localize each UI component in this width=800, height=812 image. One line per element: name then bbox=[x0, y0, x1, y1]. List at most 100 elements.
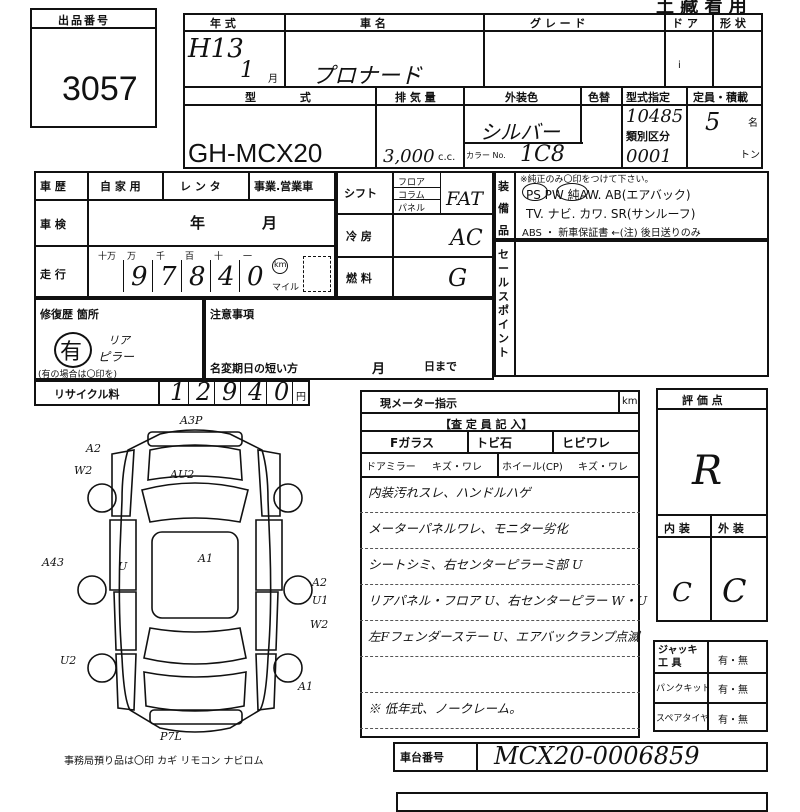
fuel-value: G bbox=[448, 264, 468, 292]
right-rear-door bbox=[255, 591, 279, 651]
rename-month-unit: 月 bbox=[372, 362, 386, 377]
left-front-fender bbox=[111, 449, 135, 517]
recycle-digit: 2 bbox=[196, 378, 212, 406]
equipment-table bbox=[494, 171, 769, 240]
notes-label: 注意事項 bbox=[210, 308, 254, 321]
car-body-outline bbox=[118, 429, 272, 733]
jack-option: 有・無 bbox=[718, 656, 748, 667]
mileage-digit: 9 bbox=[131, 262, 148, 292]
mileage-label: 走 行 bbox=[40, 268, 66, 281]
wheel-rear-left bbox=[87, 653, 117, 683]
chassis-label: 車台番号 bbox=[400, 751, 444, 764]
exterior-value: C bbox=[722, 572, 747, 610]
interior-value: C bbox=[672, 578, 692, 608]
meter-label: 現メーター指示 bbox=[380, 397, 457, 410]
recycle-digit: 4 bbox=[248, 378, 264, 406]
front-bumper bbox=[147, 431, 243, 447]
damage-mark: W2 bbox=[74, 464, 92, 477]
displacement-label: 排 気 量 bbox=[395, 91, 436, 104]
mileage-digit-separator bbox=[123, 260, 124, 292]
sheet-title: 土 藏 看 用 bbox=[656, 0, 747, 17]
ps-circle bbox=[522, 183, 548, 201]
fuel-label: 燃 料 bbox=[346, 272, 372, 285]
year-label: 年 式 bbox=[210, 17, 236, 30]
shift-column: コラム bbox=[398, 191, 425, 201]
recycle-digit-separator bbox=[292, 382, 293, 404]
ac-label: 冷 房 bbox=[346, 230, 372, 243]
mileage-digit-separator bbox=[239, 260, 240, 292]
month-value: 1 bbox=[240, 58, 254, 83]
rename-deadline-label: 名変期日の短い方 bbox=[210, 362, 298, 375]
shape-label: 形 状 bbox=[720, 17, 746, 30]
comment-rule bbox=[360, 584, 640, 585]
puncture-kit-label: パンクキット bbox=[656, 684, 711, 694]
lot-number: 3057 bbox=[62, 70, 138, 108]
km-mark bbox=[272, 258, 288, 274]
comment-rule bbox=[360, 512, 640, 513]
mirror-damage-label: キズ・ワレ bbox=[432, 462, 482, 473]
mileage-unit-label: 百 bbox=[185, 252, 195, 262]
recycle-digit-separator bbox=[240, 382, 241, 404]
damage-mark: U bbox=[118, 560, 128, 573]
history-table bbox=[34, 171, 336, 298]
spare-tire-label: スペアタイヤ bbox=[656, 714, 710, 724]
inspector-comment-line: メーターパネルワレ、モニター劣化 bbox=[368, 521, 568, 536]
inspector-comment-line: シートシミ、右センターピラーミ部 U bbox=[368, 557, 583, 572]
lot-label: 出品番号 bbox=[58, 14, 110, 27]
shift-panel: パネル bbox=[398, 204, 426, 214]
exterior-label: 外 装 bbox=[718, 522, 744, 535]
repair-label: 修復歴 箇所 bbox=[40, 308, 99, 321]
damage-mark: U1 bbox=[312, 594, 328, 607]
tobiishi-label: トビ石 bbox=[476, 436, 513, 450]
door-label: ド ア bbox=[672, 17, 698, 30]
vehicle-name: プロナード bbox=[312, 64, 423, 89]
color-label: 外装色 bbox=[505, 91, 538, 104]
door-value: i bbox=[678, 60, 681, 71]
mileage-digit: 7 bbox=[160, 262, 177, 292]
model-value: GH-MCX20 bbox=[188, 138, 323, 168]
trunk bbox=[143, 671, 247, 712]
displacement-value: 3,000 bbox=[383, 146, 435, 167]
capacity-value: 5 bbox=[705, 108, 721, 136]
wheel-front-right bbox=[273, 483, 303, 513]
tools-box bbox=[653, 640, 768, 732]
inspector-comment-line: 左Fフェンダーステー U、エアバックランプ点滅 bbox=[368, 629, 640, 644]
inspector-comment-line: 内装汚れスレ、ハンドルハゲ bbox=[368, 485, 531, 500]
inspection-month-unit: 月 bbox=[262, 214, 278, 232]
rental-label: レ ン タ bbox=[180, 180, 221, 193]
recycle-box bbox=[34, 380, 310, 406]
grade-label: グ レ ー ド bbox=[530, 17, 586, 30]
inspector-comment-line: リアパネル・フロア U、右センターピラー W・U bbox=[368, 593, 648, 608]
right-rear-fender bbox=[255, 653, 277, 711]
chassis-value: MCX20-0006859 bbox=[494, 742, 700, 770]
mileage-unit-label: 一 bbox=[243, 252, 253, 262]
recycle-digit: 0 bbox=[274, 378, 290, 406]
equipment-label: 装備品 bbox=[498, 180, 509, 237]
damage-mark: A1 bbox=[297, 680, 313, 693]
history-label: 車 歴 bbox=[40, 180, 66, 193]
rear-window bbox=[143, 627, 247, 665]
front-hood bbox=[147, 444, 243, 481]
mile-label: マイル bbox=[272, 283, 300, 293]
mileage-digit: 8 bbox=[189, 262, 206, 292]
shift-table bbox=[336, 171, 494, 298]
door-mirror-label: ドアミラー bbox=[366, 462, 416, 473]
class-value: 0001 bbox=[626, 146, 672, 167]
wheel-front-left-outer bbox=[77, 575, 107, 605]
windshield bbox=[141, 482, 249, 523]
comment-rule bbox=[360, 656, 640, 657]
left-front-door bbox=[109, 519, 137, 591]
mileage-digit-separator bbox=[181, 260, 182, 292]
color-no-value: 1C8 bbox=[520, 142, 565, 167]
ac-value: AC bbox=[450, 226, 483, 251]
equipment-line-1: PS PW 純AW. AB(エアバック) bbox=[526, 188, 691, 202]
recycle-digit-separator bbox=[266, 382, 267, 404]
recycle-digit-separator bbox=[214, 382, 215, 404]
comment-rule bbox=[360, 620, 640, 621]
shift-value: FAT bbox=[446, 188, 483, 210]
recycle-unit: 円 bbox=[296, 392, 306, 403]
right-front-door bbox=[255, 519, 283, 591]
puncture-option: 有・無 bbox=[718, 685, 748, 696]
km-label: km bbox=[274, 260, 287, 269]
class-label: 類別区分 bbox=[626, 130, 670, 143]
